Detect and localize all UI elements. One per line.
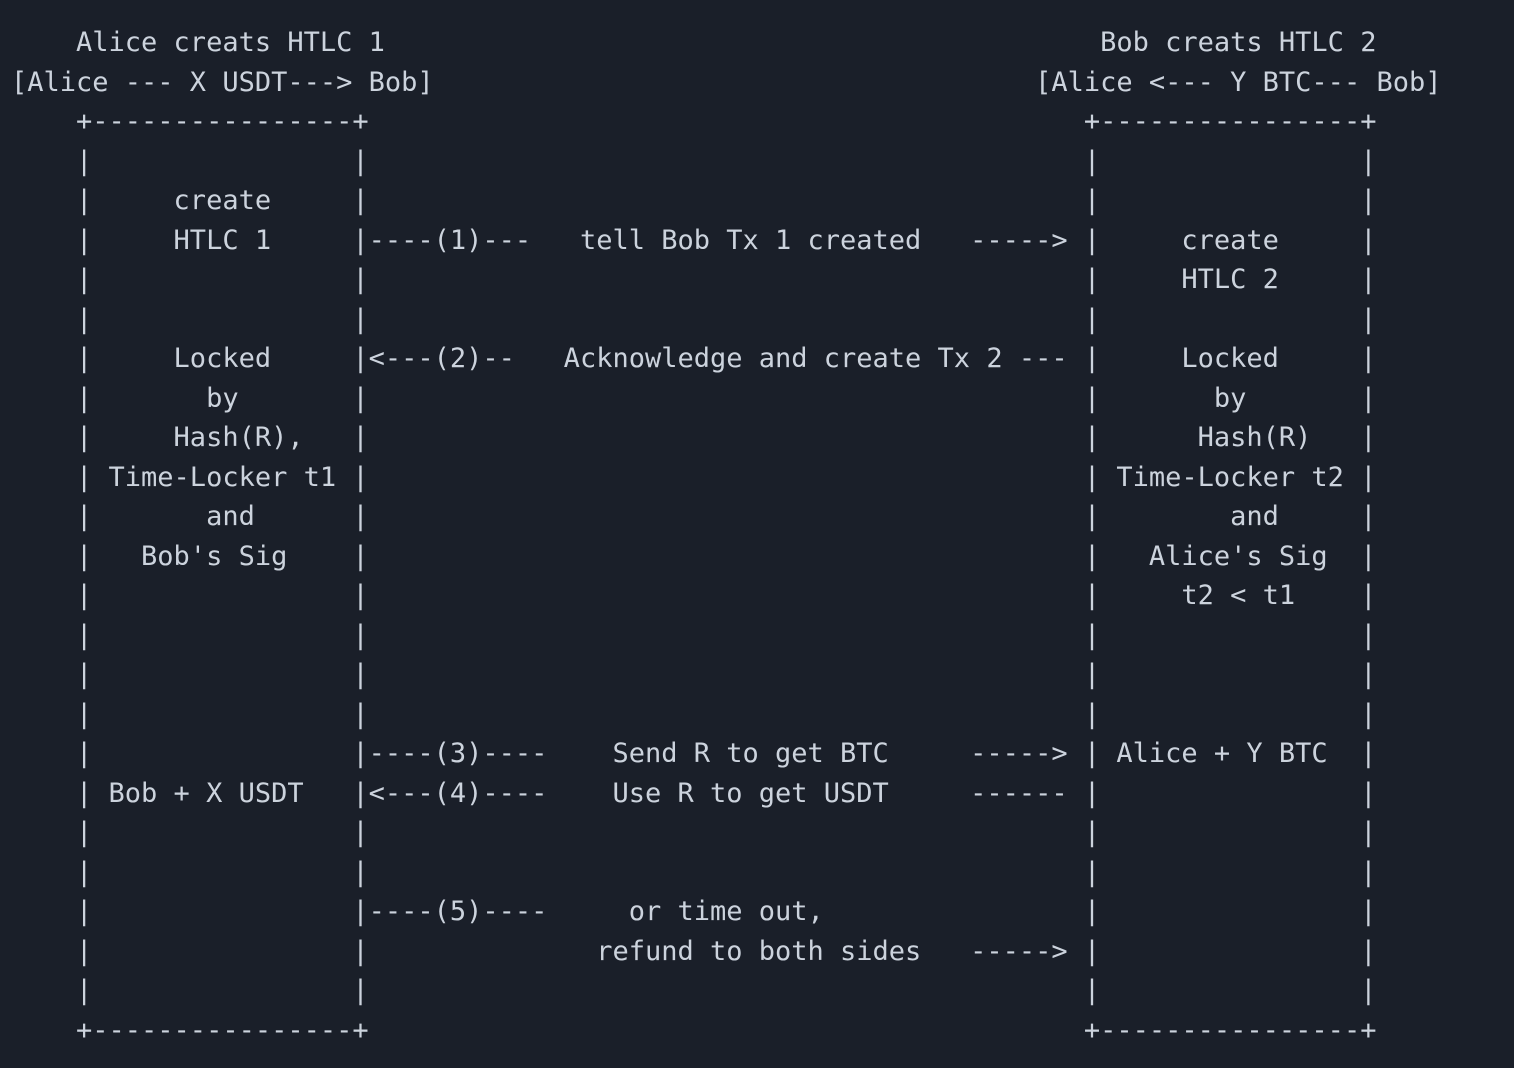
terminal-background: { "theme": { "background": "#1a1f29", "t… — [11, 27, 1442, 1046]
htlc-atomic-swap-code-block: Alice creats HTLC 1 Bob creats HTLC 2 [A… — [11, 27, 1442, 1046]
htlc-ascii-sequence-diagram: Alice creats HTLC 1 Bob creats HTLC 2 [A… — [11, 27, 1442, 1046]
